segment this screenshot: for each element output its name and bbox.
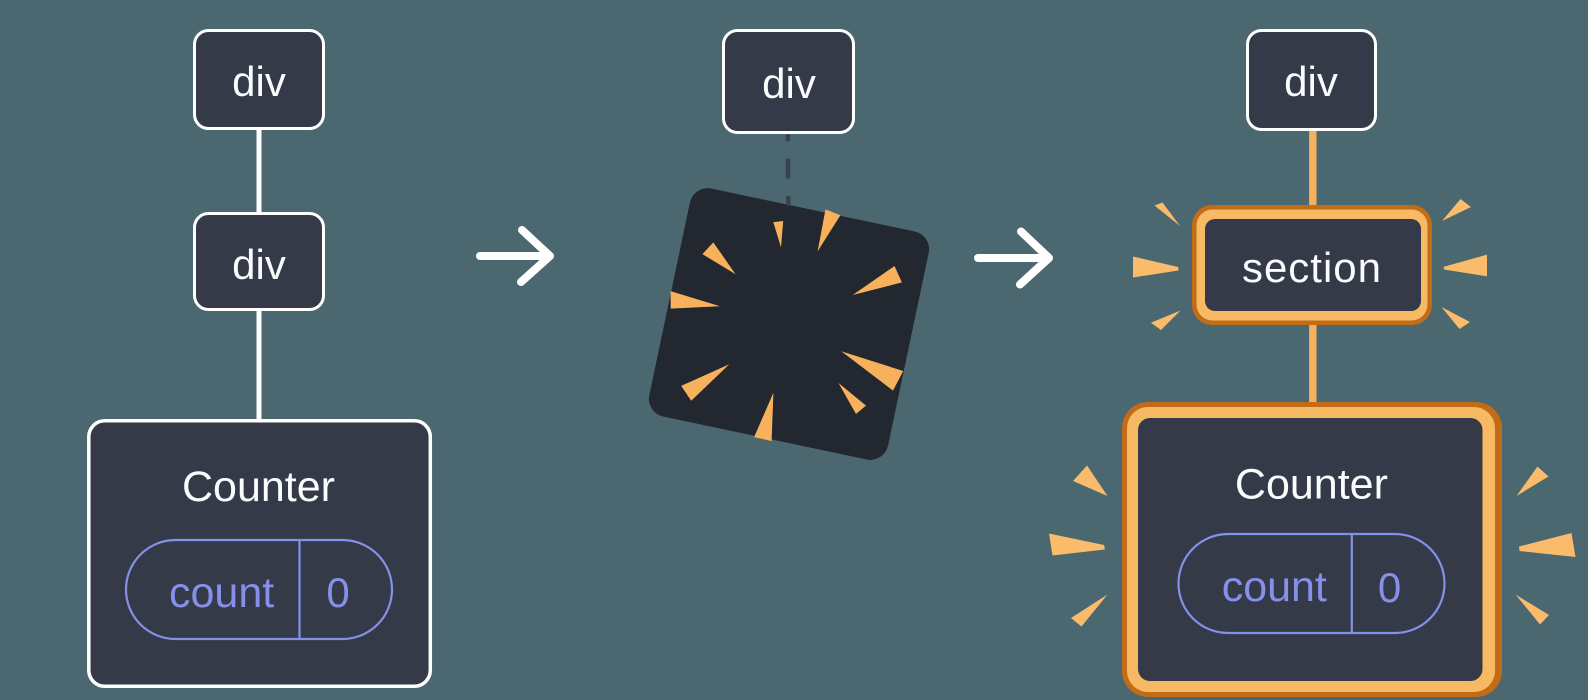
svg-text:Counter: Counter bbox=[182, 463, 335, 511]
svg-text:Counter: Counter bbox=[1235, 461, 1388, 509]
svg-text:count: count bbox=[1222, 563, 1327, 611]
svg-text:0: 0 bbox=[326, 569, 349, 616]
svg-text:count: count bbox=[169, 569, 274, 617]
svg-text:div: div bbox=[762, 60, 816, 107]
svg-text:div: div bbox=[1284, 58, 1338, 105]
svg-text:0: 0 bbox=[1378, 564, 1401, 611]
svg-text:section: section bbox=[1242, 244, 1382, 291]
svg-text:div: div bbox=[232, 241, 286, 288]
svg-text:div: div bbox=[232, 58, 286, 105]
